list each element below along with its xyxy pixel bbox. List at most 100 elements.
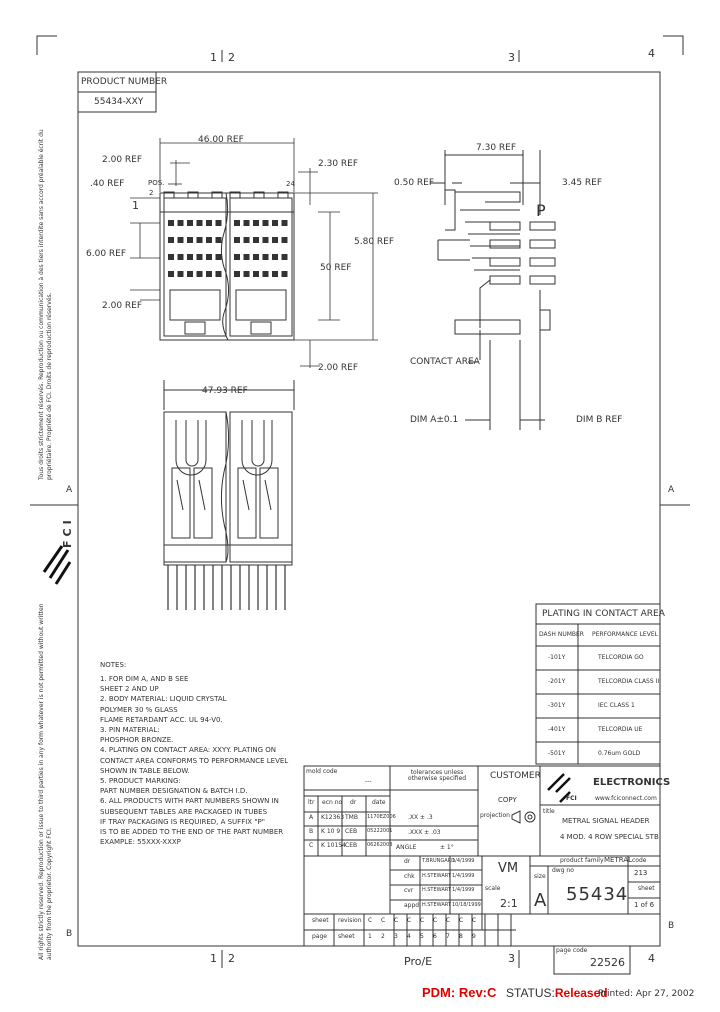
pin-dot: [196, 237, 203, 243]
rev-dr: CEB: [345, 842, 358, 849]
pdm-revision: PDM: Rev:C: [422, 985, 497, 1000]
dim-47-93: 47.93 REF: [202, 386, 248, 396]
scale-label: scale: [485, 885, 501, 892]
pin-dot: [187, 237, 193, 243]
vm-mark: VM: [498, 861, 519, 876]
dim-b-label: DIM B REF: [576, 415, 623, 425]
note-line: 1. FOR DIM A, AND B SEE: [100, 675, 189, 683]
rev-header-dr: dr: [350, 799, 357, 806]
sheet-row-cell: C: [446, 917, 451, 924]
rev-date: 1170EZ006: [367, 814, 396, 820]
size-value: A: [534, 890, 547, 911]
note-line: 4. PLATING ON CONTACT AREA: XXYY. PLATIN…: [100, 746, 277, 755]
plating-dash: -201Y: [548, 678, 566, 685]
sheet-row-cell: C: [394, 917, 399, 924]
pin-dot: [177, 220, 184, 226]
plating-col-dash: DASH NUMBER: [539, 631, 584, 638]
rev-dr: TMB: [345, 814, 358, 821]
sheet-label: sheet: [638, 885, 655, 892]
role-label: appd: [404, 901, 420, 909]
title-line-1: METRAL SIGNAL HEADER: [562, 817, 650, 825]
zone-left-a: A: [66, 485, 73, 495]
pin-dot: [177, 237, 184, 243]
pin-dot: [272, 254, 278, 260]
pin-dot: [168, 237, 174, 243]
rev-dr: CEB: [345, 828, 358, 835]
plating-level: TELCORDIA CLASS II: [598, 678, 660, 685]
sheet-row-cell: C: [368, 917, 373, 924]
pin-dot: [262, 254, 269, 260]
pin-dot: [253, 220, 259, 226]
rev-ltr: C: [309, 842, 314, 849]
pin-dot: [281, 271, 288, 277]
rev-header-ltr: ltr: [308, 799, 315, 806]
status-label: STATUS:Released: [506, 987, 608, 999]
page-row-cell: 4: [407, 933, 411, 940]
pin-dot: [196, 254, 203, 260]
tol-3b: ± 1°: [440, 844, 454, 851]
pin-dot: [206, 220, 212, 226]
pin-dot: [187, 220, 193, 226]
sheet-row-cell: C: [459, 917, 464, 924]
pin-2-label: 2: [149, 189, 154, 197]
status-prefix: STATUS:: [506, 986, 555, 1000]
page-row-cell: 8: [459, 933, 463, 940]
role-label: dr: [404, 858, 411, 865]
customer-label: CUSTOMER: [490, 771, 541, 781]
plating-col-level: PERFORMANCE LEVEL: [592, 631, 658, 638]
plating-dash: -101Y: [548, 654, 566, 661]
pin-dot: [272, 271, 278, 277]
note-line: 3. PIN MATERIAL:: [100, 726, 160, 734]
role-name: H.STEWART: [422, 887, 451, 893]
sheet-row-cell: C: [381, 917, 386, 924]
projection-label: projection: [480, 812, 510, 819]
zone-left-b: B: [66, 929, 73, 939]
pin-dot: [206, 271, 212, 277]
zone-top-1: 1: [210, 51, 217, 64]
dim-50: 50 REF: [320, 263, 352, 273]
contact-area-label: CONTACT AREA: [410, 357, 480, 367]
plating-dash: -401Y: [548, 726, 566, 733]
rev-header-ecn: ecn no: [322, 799, 343, 806]
plating-dash: -301Y: [548, 702, 566, 709]
zone-right-a: A: [668, 485, 675, 495]
copy-label: COPY: [498, 796, 517, 804]
pin-dot: [168, 220, 174, 226]
pin-dot: [215, 237, 222, 243]
sheet-row-cell: revision: [338, 917, 362, 924]
role-date: 10/18/1999: [452, 901, 481, 908]
pin-dot: [215, 220, 222, 226]
dim-5-80: 5.80 REF: [354, 237, 395, 247]
pin-dot: [177, 271, 184, 277]
pin-dot: [253, 271, 259, 277]
note-line: SHOWN IN TABLE BELOW.: [100, 766, 190, 775]
printed-date: Printed: Apr 27, 2002: [598, 989, 695, 999]
sheet-row-cell: C: [407, 917, 412, 924]
page-row-cell: page: [312, 933, 327, 940]
status-value: Released: [554, 986, 608, 1000]
pin-dot: [215, 254, 222, 260]
zone-top-4: 4: [648, 47, 655, 60]
website: www.fciconnect.com: [595, 795, 657, 802]
role-date: 1/4/1999: [452, 858, 475, 864]
code-label: code: [632, 857, 647, 864]
note-line: FLAME RETARDANT ACC. UL 94-V0.: [100, 715, 223, 724]
side-text-fr: Tous droits strictement réservés. Reprod…: [38, 129, 53, 480]
mold-code-label: mold code: [306, 768, 338, 775]
dim-7-30: 7.30 REF: [476, 143, 517, 153]
pin-dot: [234, 271, 240, 277]
product-number-label: PRODUCT NUMBER: [81, 77, 168, 87]
plating-dash: -501Y: [548, 750, 566, 757]
plating-level: IEC CLASS 1: [598, 702, 635, 709]
rev-header-date: date: [372, 799, 386, 806]
note-line: 2. BODY MATERIAL: LIQUID CRYSTAL: [100, 695, 227, 704]
side-text-en: All rights strictly reserved. Reproducti…: [38, 603, 53, 960]
plating-level: 0.76um GOLD: [598, 750, 641, 757]
tol-2: .XXX ± .03: [408, 829, 441, 836]
zone-top-2: 2: [228, 51, 235, 64]
pin-dot: [262, 271, 269, 277]
dim-6-00: 6.00 REF: [86, 249, 127, 259]
product-family-label: product family: [560, 857, 604, 864]
pin-dot: [177, 254, 184, 260]
note-line: EXAMPLE: 55XXX-XXXP: [100, 838, 181, 847]
